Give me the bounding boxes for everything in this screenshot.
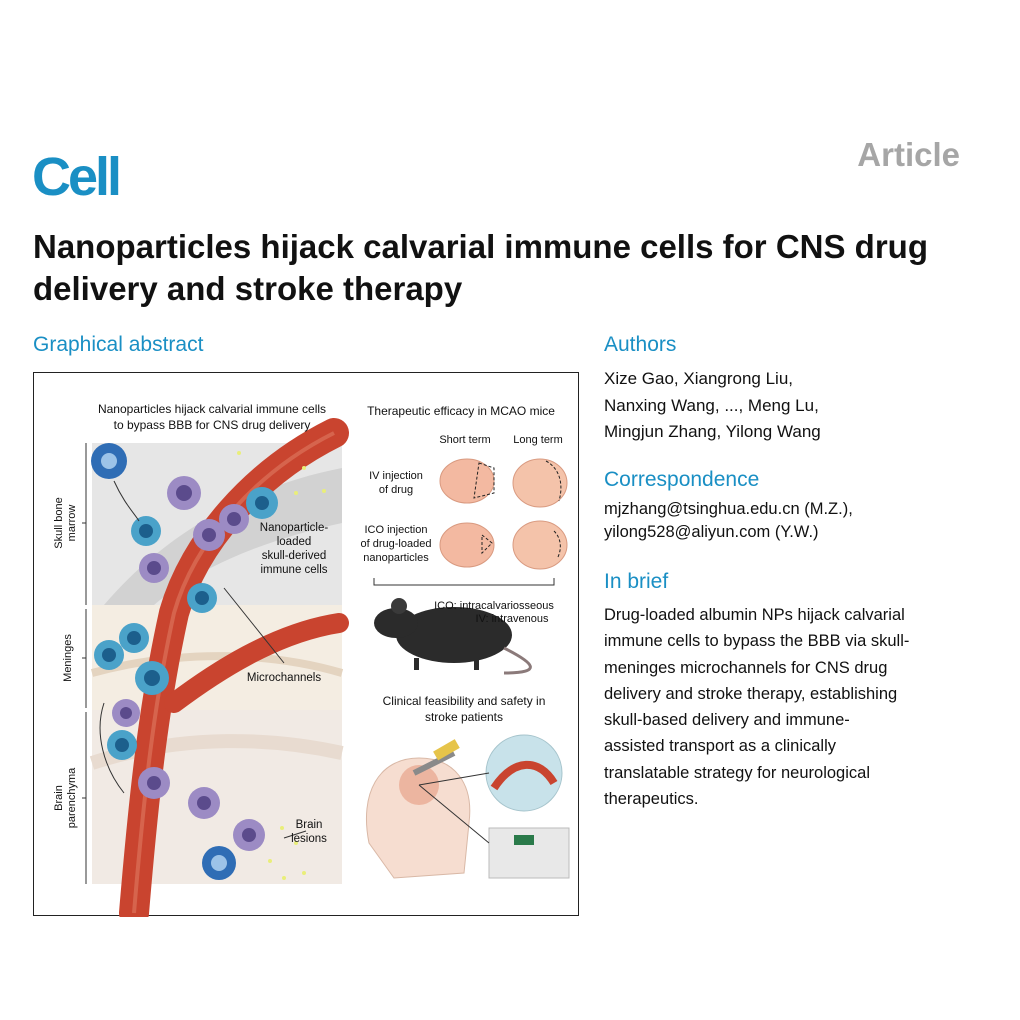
- brain-sections: [373, 458, 568, 586]
- email-link[interactable]: mjzhang@tsinghua.edu.cn (M.Z.),: [604, 500, 853, 518]
- author-line: Mingjun Zhang, Yilong Wang: [604, 422, 821, 441]
- email-link[interactable]: yilong528@aliyun.com (Y.W.): [604, 523, 819, 541]
- author-line: Xize Gao, Xiangrong Liu,: [604, 369, 794, 388]
- microchannels-label: Microchannels: [247, 672, 321, 684]
- layer-label-skull-1: Skull bone: [53, 497, 65, 548]
- ico-label-1: ICO injection: [365, 524, 428, 536]
- iv-label-1: IV injection: [369, 470, 423, 482]
- ico-label-2: of drug-loaded: [361, 538, 432, 550]
- mouse-illustration: [374, 598, 532, 675]
- correspondence-heading: Correspondence: [604, 468, 760, 491]
- patient-head-illustration: [365, 734, 570, 879]
- ico-label-3: nanoparticles: [363, 552, 429, 564]
- immune-cells: [91, 443, 278, 880]
- brief-line: translatable strategy for neurological: [604, 763, 870, 782]
- clinical-title-1: Clinical feasibility and safety in: [383, 694, 546, 708]
- author-line: Nanxing Wang, ..., Meng Lu,: [604, 395, 819, 415]
- lesions-label-2: lesions: [291, 833, 327, 845]
- article-type-label: Article: [857, 136, 960, 173]
- in-brief-heading: In brief: [604, 570, 669, 593]
- correspondence-emails: mjzhang@tsinghua.edu.cn (M.Z.), yilong52…: [604, 498, 1004, 544]
- graphical-abstract-illustration: Nanoparticles hijack calvarial immune ce…: [53, 402, 570, 928]
- long-term-label: Long term: [513, 434, 563, 446]
- efficacy-title: Therapeutic efficacy in MCAO mice: [367, 404, 555, 418]
- authors-heading: Authors: [604, 333, 677, 356]
- brief-line: immune cells to bypass the BBB via skull…: [604, 632, 910, 651]
- left-caption-line2: to bypass BBB for CNS drug delivery: [114, 418, 311, 432]
- abbr-ico: ICO: intracalvariosseous: [434, 600, 554, 612]
- layer-label-meninges: Meninges: [62, 634, 74, 682]
- migration-arrows: [99, 480, 307, 839]
- article-title: Nanoparticles hijack calvarial immune ce…: [33, 228, 928, 307]
- abbr-iv: IV: intravenous: [476, 613, 549, 625]
- graphical-abstract-heading: Graphical abstract: [33, 333, 204, 356]
- nanoparticles: [237, 451, 326, 880]
- author-list: Xize Gao, Xiangrong Liu, Nanxing Wang, .…: [604, 366, 1004, 446]
- short-term-label: Short term: [439, 434, 490, 446]
- np-label-1: Nanoparticle-: [260, 522, 329, 534]
- in-brief-text: Drug-loaded albumin NPs hijack calvarial…: [604, 602, 974, 812]
- iv-label-2: of drug: [379, 484, 413, 496]
- brief-line: Drug-loaded albumin NPs hijack calvarial: [604, 606, 905, 624]
- np-label-4: immune cells: [260, 564, 327, 576]
- layer-brackets: [82, 443, 87, 884]
- lesions-label-1: Brain: [296, 819, 323, 831]
- brief-line: skull-based delivery and immune-: [604, 711, 850, 730]
- left-caption-line1: Nanoparticles hijack calvarial immune ce…: [98, 402, 326, 416]
- layer-label-brain-1: Brain: [53, 785, 65, 811]
- journal-logo: Cell: [32, 147, 122, 207]
- brief-line: meninges microchannels for CNS drug: [604, 658, 888, 677]
- brief-line: delivery and stroke therapy, establishin…: [604, 684, 898, 703]
- brief-line: therapeutics.: [604, 790, 699, 809]
- np-label-2: loaded: [277, 536, 312, 548]
- layer-label-brain-2: parenchyma: [66, 767, 78, 828]
- clinical-title-2: stroke patients: [425, 710, 503, 724]
- np-label-3: skull-derived: [262, 550, 327, 562]
- brief-line: assisted transport as a clinically: [604, 737, 837, 756]
- graphical-abstract-figure: Nanoparticles hijack calvarial immune ce…: [33, 372, 579, 928]
- layer-label-skull-2: marrow: [66, 505, 78, 542]
- blood-vessel-branch: [164, 613, 349, 713]
